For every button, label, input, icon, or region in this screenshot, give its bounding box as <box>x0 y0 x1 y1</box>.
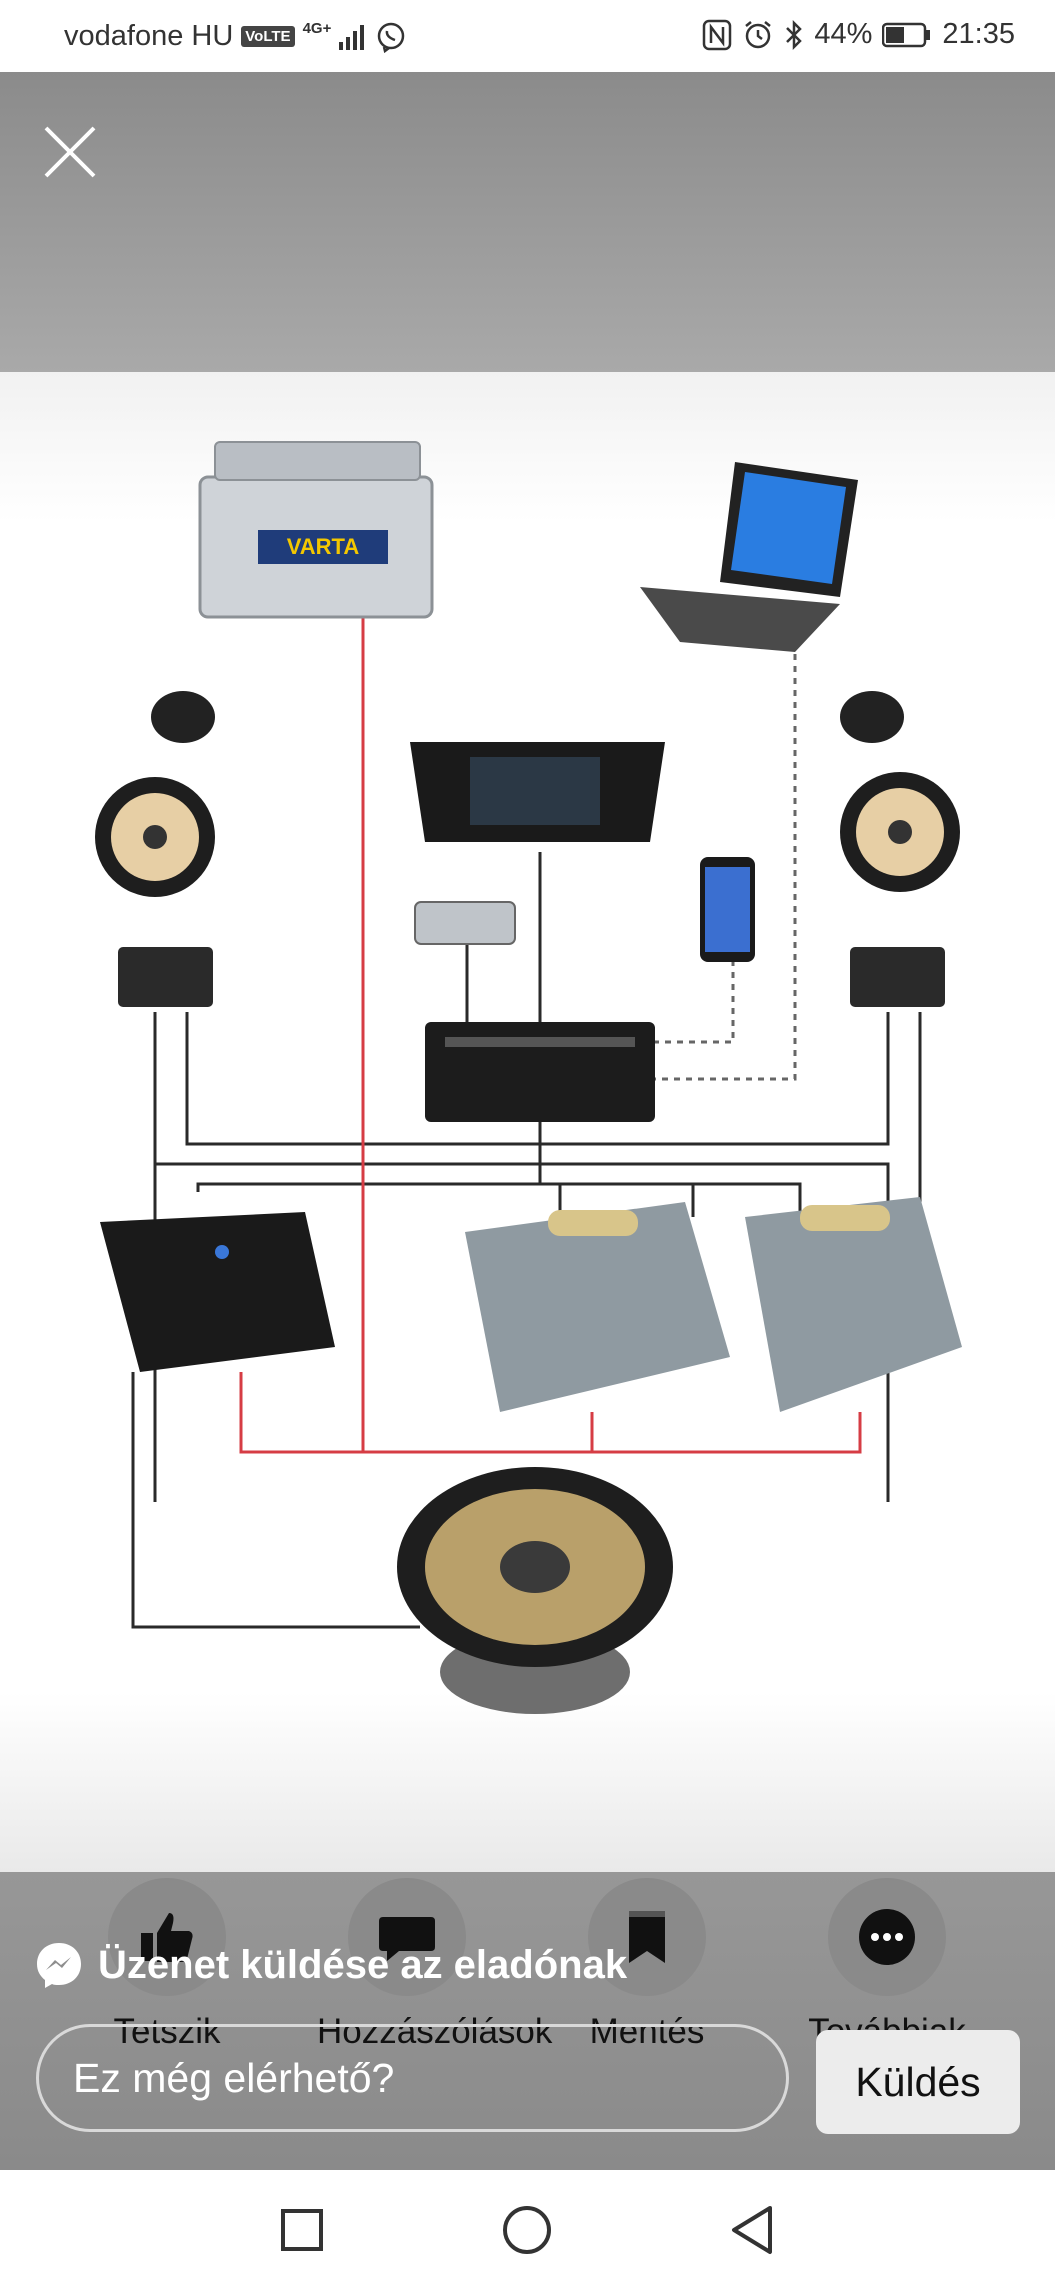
battery-icon <box>882 22 931 47</box>
comment-icon <box>379 1917 435 1961</box>
more-button[interactable] <box>828 1878 946 1996</box>
bookmark-icon <box>629 1911 665 1963</box>
status-left: vodafone HU VoLTE 4G+ <box>64 20 407 53</box>
crossover-left-image <box>118 947 213 1007</box>
like-button[interactable] <box>108 1878 226 1996</box>
signal-icon <box>339 24 365 50</box>
navigation-bar <box>0 2170 1055 2286</box>
send-button[interactable]: Küldés <box>816 2030 1020 2134</box>
clock: 21:35 <box>942 18 1015 50</box>
messenger-header: Üzenet küldése az eladónak <box>34 1940 627 1990</box>
circle-icon <box>503 2206 551 2254</box>
more-icon <box>859 1909 915 1965</box>
comment-button[interactable] <box>348 1878 466 1996</box>
status-bar: vodafone HU VoLTE 4G+ 44% 21:35 <box>0 0 1055 72</box>
dsp-image <box>425 1022 655 1122</box>
amplifier-right-image <box>745 1197 962 1412</box>
close-button[interactable] <box>36 118 104 186</box>
nfc-icon <box>703 19 732 50</box>
carrier-label: vodafone HU <box>64 20 234 52</box>
messenger-icon <box>37 1943 81 1988</box>
subwoofer-image <box>397 1467 673 1714</box>
thumbs-up-icon <box>141 1913 193 1962</box>
battery-image: VARTA <box>198 441 434 619</box>
tweeter-left-image <box>151 691 215 743</box>
crossover-right-image <box>850 947 945 1007</box>
amplifier-center-image <box>465 1202 730 1412</box>
back-triangle-icon <box>732 2206 772 2254</box>
volte-badge: VoLTE <box>241 26 295 47</box>
car-audio-wiring-image: VARTA <box>95 441 962 1714</box>
battery-percent: 44% <box>814 18 873 50</box>
battery-brand: VARTA <box>287 534 360 559</box>
status-right: 44% 21:35 <box>702 18 1015 51</box>
tweeter-right-image <box>840 691 904 743</box>
amplifier-mono-image <box>100 1212 335 1372</box>
speaker-left-image <box>95 777 215 897</box>
close-icon <box>44 126 96 178</box>
controller-image <box>414 901 516 945</box>
head-unit-image <box>410 742 665 842</box>
back-button[interactable] <box>722 2200 782 2260</box>
bluetooth-icon <box>786 19 803 50</box>
more-action[interactable]: Továbbiak <box>797 1878 977 2054</box>
alarm-icon <box>745 20 772 48</box>
recents-button[interactable] <box>272 2200 332 2260</box>
square-icon <box>281 2209 323 2251</box>
viewer-overlay-top <box>0 72 1055 372</box>
speaker-right-image <box>840 772 960 892</box>
laptop-image <box>640 462 858 652</box>
messenger-title: Üzenet küldése az eladónak <box>98 1942 628 1987</box>
home-button[interactable] <box>497 2200 557 2260</box>
network-label: 4G+ <box>302 20 332 37</box>
listing-photo[interactable]: VARTA <box>0 372 1055 1872</box>
save-button[interactable] <box>588 1878 706 1996</box>
message-input[interactable] <box>36 2024 789 2132</box>
viber-icon <box>378 22 405 53</box>
